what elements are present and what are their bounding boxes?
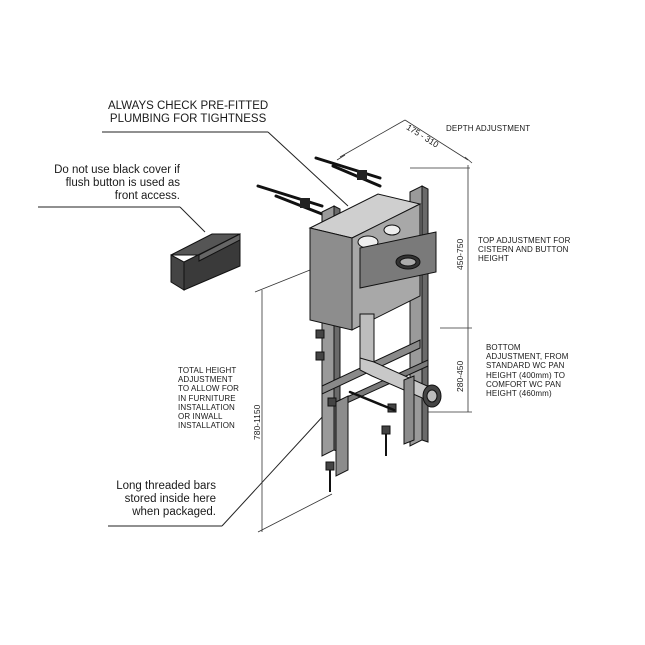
black-cover-callout: Do not use black cover if flush button i…	[54, 164, 180, 203]
flush-pipe	[359, 313, 442, 408]
bottom-range: 280-450	[455, 360, 465, 392]
threaded-bars-callout: Long threaded bars stored inside here wh…	[116, 480, 216, 519]
top-range: 450-750	[455, 238, 465, 270]
depth-adjustment-label: DEPTH ADJUSTMENT	[446, 124, 531, 133]
total-range: 780-1150	[252, 404, 262, 440]
button-plate	[359, 231, 437, 289]
threaded-bars	[256, 156, 382, 216]
bottom-adjustment-label: BOTTOM ADJUSTMENT, FROM STANDARD WC PAN …	[486, 343, 569, 398]
feet	[325, 375, 415, 492]
black-cover	[170, 233, 241, 291]
cistern	[308, 193, 422, 331]
top-adjustment-label: TOP ADJUSTMENT FOR CISTERN AND BUTTON HE…	[478, 236, 571, 264]
check-plumbing-callout: ALWAYS CHECK PRE-FITTED PLUMBING FOR TIG…	[108, 100, 269, 126]
total-height-label: TOTAL HEIGHT ADJUSTMENT TO ALLOW FOR IN …	[178, 366, 240, 431]
